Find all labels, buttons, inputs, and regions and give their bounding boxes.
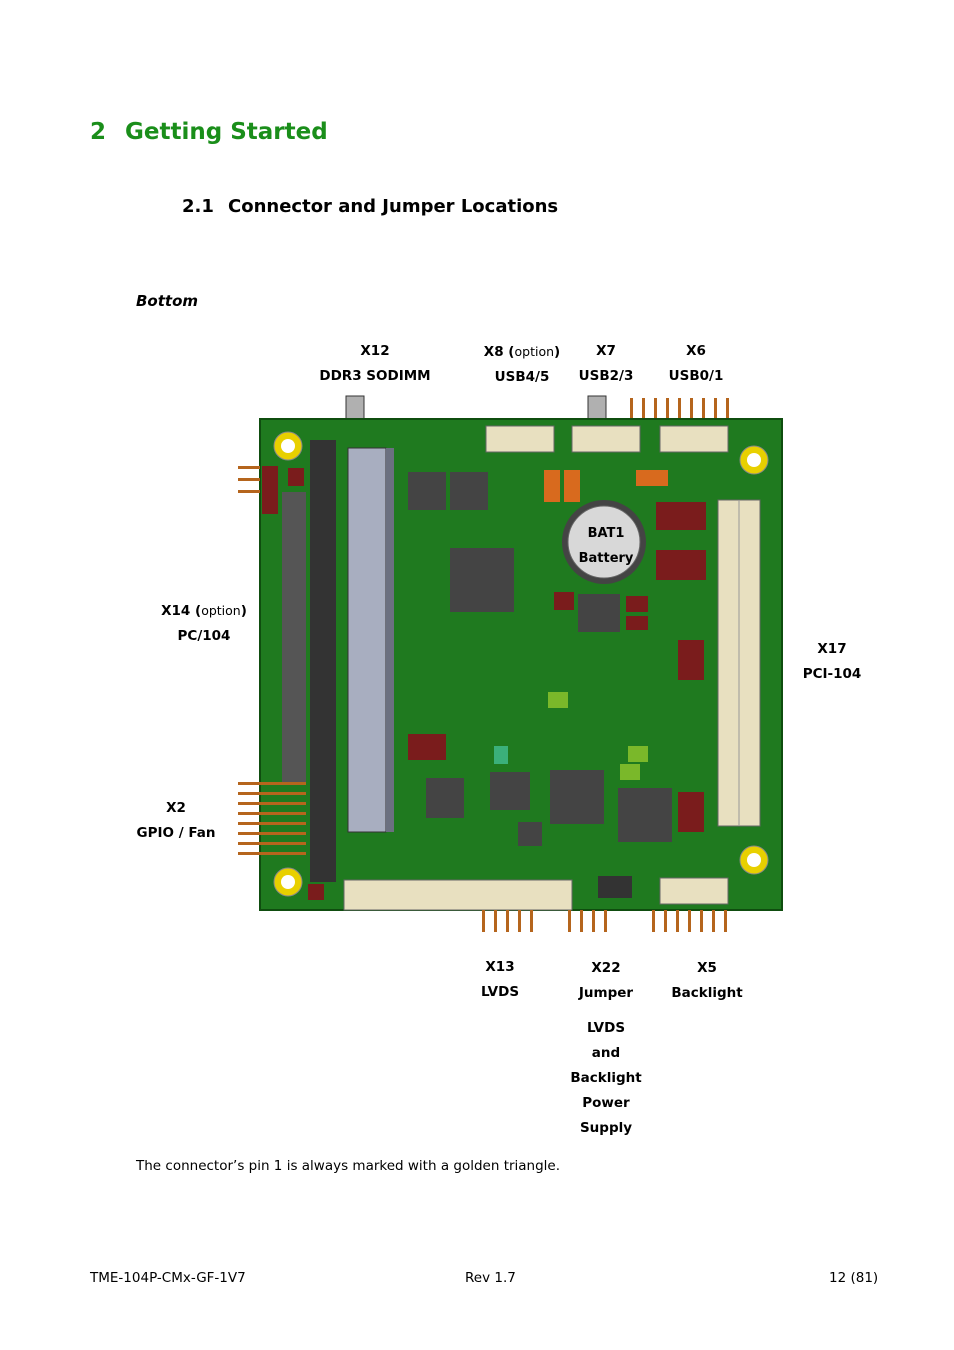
component (554, 592, 574, 610)
section-heading: 2.1 Connector and Jumper Locations (182, 196, 558, 217)
label-x8: X8 (option) USB4/5 (483, 344, 561, 385)
label-x7: X7 USB2/3 (578, 343, 634, 384)
sodimm-slot (347, 447, 387, 833)
figure-caption: Bottom (136, 292, 199, 310)
component (678, 792, 704, 832)
connector-x12-tab (345, 395, 365, 421)
component (626, 616, 648, 630)
connector-x2-pins (238, 782, 306, 855)
label-x5: X5 Backlight (671, 960, 743, 1001)
connector-x5 (659, 877, 729, 905)
footer-page-number: 12 (81) (829, 1270, 879, 1286)
chapter-heading: 2 Getting Started (90, 119, 328, 145)
chip (550, 770, 604, 824)
label-x6: X6 USB0/1 (668, 343, 724, 384)
connector-x8 (485, 425, 555, 453)
footer-revision: Rev 1.7 (465, 1270, 516, 1286)
label-x22: X22 Jumper LVDS and Backlight Power Supp… (570, 960, 642, 1136)
chip (450, 472, 488, 510)
connector-x6-pins (630, 398, 729, 420)
section-number: 2.1 (182, 196, 214, 217)
connector-x22-pins (568, 910, 607, 932)
battery-name: Battery (579, 551, 634, 566)
jumper-x22 (598, 876, 632, 898)
battery-bat1 (567, 505, 641, 579)
battery-id: BAT1 (588, 526, 625, 541)
chip (408, 472, 446, 510)
component (678, 640, 704, 680)
chip (618, 788, 672, 842)
pc104-header-right (310, 440, 336, 882)
connector-x5-pins (652, 910, 727, 932)
connector-x14-pins (238, 466, 260, 493)
component (656, 550, 706, 580)
connector-x14-housing (262, 466, 278, 514)
chip (518, 822, 542, 846)
pin1-note: The connector’s pin 1 is always marked w… (136, 1158, 561, 1174)
label-x12: X12 DDR3 SODIMM (319, 343, 431, 384)
connector-x13-housing (343, 879, 573, 911)
component (408, 734, 446, 760)
connector-x13-pins (482, 910, 533, 932)
chip (426, 778, 464, 818)
label-x17: X17 PCI-104 (802, 641, 862, 682)
chip (578, 594, 620, 632)
label-x2: X2 GPIO / Fan (136, 800, 216, 841)
label-x14: X14 (option) PC/104 (161, 603, 247, 644)
chapter-number: 2 (90, 119, 107, 145)
chip (490, 772, 530, 810)
board-diagram: BAT1 Battery (238, 395, 783, 932)
label-x13: X13 LVDS (480, 959, 520, 1000)
connector-x7-tab (587, 395, 607, 421)
chapter-title: Getting Started (125, 119, 328, 145)
section-title: Connector and Jumper Locations (228, 196, 559, 217)
chip (450, 548, 514, 612)
connector-x7 (571, 425, 641, 453)
footer-doc-id: TME-104P-CMx-GF-1V7 (90, 1270, 246, 1286)
component (656, 502, 706, 530)
pc104-header-left (282, 492, 306, 782)
component (626, 596, 648, 612)
connector-x6 (659, 425, 729, 453)
